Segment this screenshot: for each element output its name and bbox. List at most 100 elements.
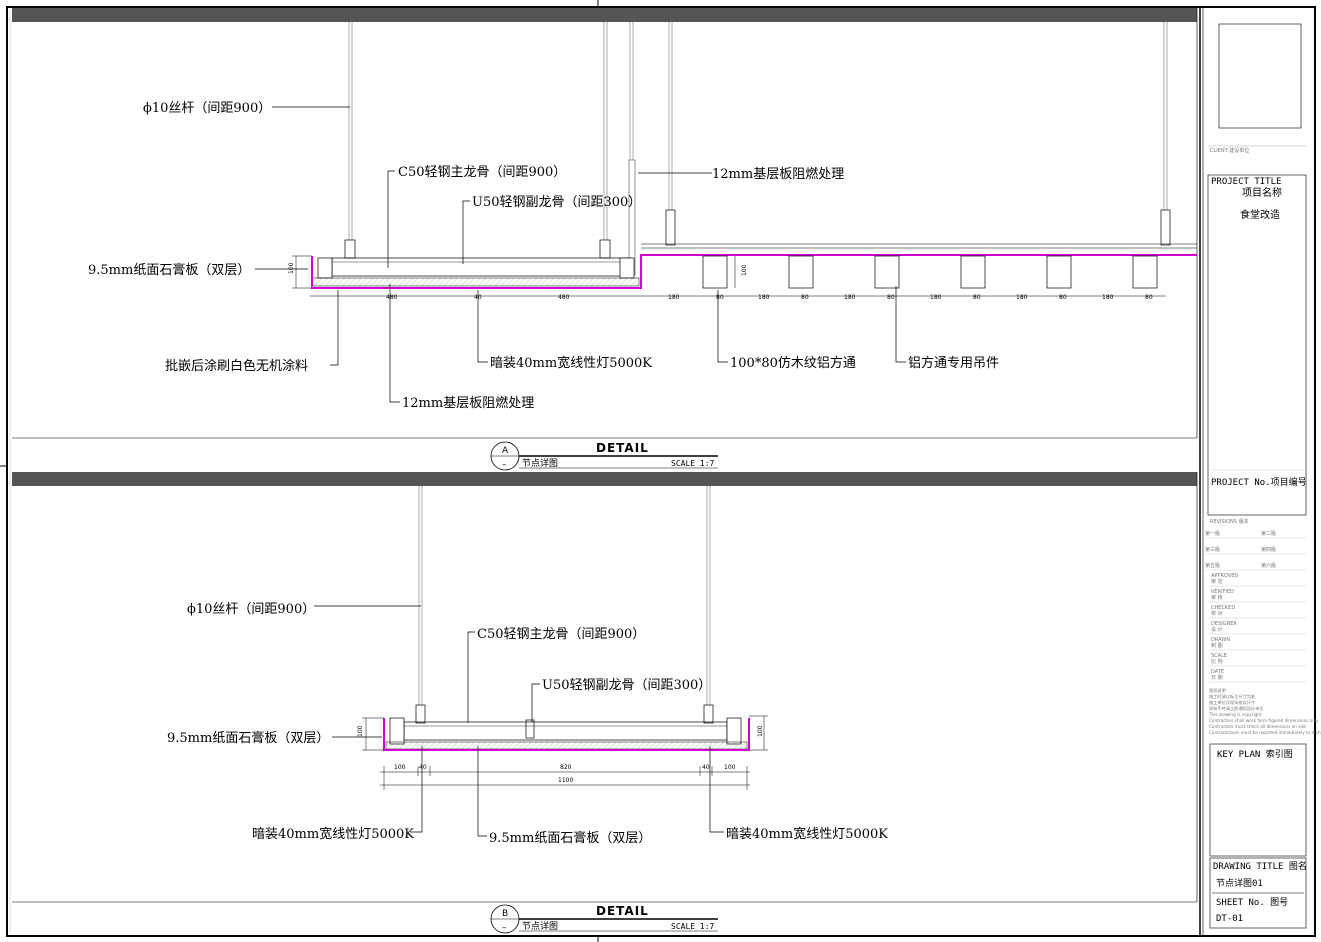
note-line: 如有不符请立即通知设计单位 — [1209, 705, 1263, 712]
dim-a-gap: 80 — [887, 294, 895, 301]
dim-a-gap: 180 — [1102, 294, 1114, 301]
callout-a-hanger: 铝方通专用吊件 — [908, 355, 999, 371]
note-line: Contradictions must be reported immediat… — [1209, 730, 1321, 735]
sheet-id: DT-01 — [1216, 914, 1243, 924]
dim-a-480-2: 480 — [558, 294, 570, 301]
project-name: 食堂改造 — [1240, 208, 1280, 221]
dim-b-h100-right: 100 — [757, 725, 764, 737]
dim-a-gap: 80 — [801, 294, 809, 301]
project-no-label: PROJECT No.项目编号 — [1211, 476, 1307, 488]
logo-box — [1218, 23, 1302, 129]
approval-cn: 日 期 — [1211, 675, 1223, 681]
leaders-a — [255, 106, 906, 403]
revisions-label: REVISIONS 版本 — [1210, 518, 1249, 525]
dimensions-b — [362, 715, 768, 790]
dim-a-gap: 180 — [1016, 294, 1028, 301]
approval-cn: 设 计 — [1211, 626, 1223, 633]
callout-a-light: 暗装40mm宽线性灯5000K — [490, 355, 652, 371]
revision-item: 第六版 — [1261, 562, 1276, 569]
key-plan-label: KEY PLAN 索引图 — [1217, 748, 1293, 760]
dim-b-100-b: 100 — [724, 764, 736, 771]
approval-cn: 审 核 — [1211, 594, 1223, 601]
approval-cn: 校 对 — [1211, 610, 1223, 617]
marker-b-letter: B — [502, 909, 508, 919]
dim-b-100-a: 100 — [394, 764, 406, 771]
detail-b-scale: SCALE 1:7 — [671, 922, 715, 931]
dim-a-gap: 180 — [930, 294, 942, 301]
detail-a-scale: SCALE 1:7 — [671, 459, 715, 468]
dim-b-h100-left: 100 — [357, 725, 364, 737]
revision-item: 第四版 — [1261, 546, 1276, 553]
note-line: This drawing is copyright — [1208, 712, 1262, 717]
revision-item: 第一版 — [1205, 530, 1220, 537]
approval-cn: 审 定 — [1211, 578, 1223, 585]
client-label: CLIENT 建设单位 — [1210, 147, 1249, 154]
approval-en: APPROVED — [1211, 573, 1238, 579]
project-box — [1207, 174, 1307, 516]
key-plan-box — [1209, 743, 1307, 857]
c50-channel-a — [331, 257, 631, 277]
drawing-title-label: DRAWING TITLE 图名 — [1213, 860, 1307, 872]
note-line: Contractors must check all dimensions on… — [1209, 724, 1306, 729]
callout-b-light-left: 暗装40mm宽线性灯5000K — [252, 826, 414, 842]
dim-a-gap: 80 — [973, 294, 981, 301]
slab-band-a — [12, 8, 1197, 22]
drawing-title-box — [1209, 857, 1307, 929]
approval-en: DATE — [1211, 669, 1224, 675]
callout-a-rod: ϕ10丝杆（间距900） — [143, 101, 271, 116]
marker-a-letter: A — [502, 446, 509, 456]
detail-b-subtitle: 节点详图 — [522, 920, 558, 932]
callout-a-u50: U50轻钢副龙骨（间距300） — [472, 195, 641, 210]
dim-b-40-b: 40 — [702, 764, 710, 771]
approval-cn: 制 图 — [1211, 642, 1223, 649]
note-line: 施工时请以标注尺寸为准 — [1209, 693, 1255, 700]
revision-item: 第二版 — [1261, 530, 1276, 537]
note-line: 图纸说明 — [1209, 687, 1226, 694]
callout-b-c50: C50轻钢主龙骨（间距900） — [477, 627, 645, 642]
callout-b-u50: U50轻钢副龙骨（间距300） — [542, 678, 711, 693]
approval-en: SCALE — [1211, 653, 1227, 659]
approval-en: DRAWN — [1211, 637, 1230, 643]
callout-b-gypsum-left: 9.5mm纸面石膏板（双层） — [167, 730, 329, 746]
revision-item: 第五版 — [1205, 562, 1220, 569]
dim-a-h100: 100 — [288, 262, 295, 274]
revision-item: 第三版 — [1205, 546, 1220, 553]
marker-a-dash: – — [502, 460, 507, 470]
alu-tubes-a — [702, 255, 1158, 289]
marker-b-dash: – — [502, 923, 507, 933]
detail-b-title: DETAIL — [596, 904, 649, 918]
notes-list: 图纸说明施工时请以标注尺寸为准施工单位须现场核实尺寸如有不符请立即通知设计单位T… — [1208, 687, 1321, 735]
slab-band-b — [12, 472, 1197, 486]
project-title-label: PROJECT TITLE — [1211, 177, 1281, 187]
title-block: CLIENT 建设单位 PROJECT TITLE 项目名称 食堂改造 PROJ… — [1205, 23, 1321, 929]
callout-b-light-right: 暗装40mm宽线性灯5000K — [726, 826, 888, 842]
leaders-b — [314, 605, 724, 837]
callout-b-rod: ϕ10丝杆（间距900） — [187, 602, 315, 617]
detail-b: 100 100 100 40 820 40 100 1100 ϕ10丝杆（间距9… — [12, 472, 1198, 934]
drawing-name: 节点详图01 — [1216, 877, 1263, 889]
callout-a-paint: 批嵌后涂刷白色无机涂料 — [165, 358, 308, 374]
callout-a-c50: C50轻钢主龙骨（间距900） — [398, 165, 566, 180]
paint-finish-line-a — [311, 254, 1197, 289]
hanger-rods-b — [418, 486, 711, 705]
c50-channel-b — [403, 721, 728, 741]
sheet-frame — [6, 6, 1316, 937]
dim-a-gap: 80 — [716, 294, 724, 301]
dim-b-total: 1100 — [558, 777, 573, 784]
dim-b-40-a: 40 — [419, 764, 427, 771]
note-line: Contractors shall work form figured dime… — [1209, 718, 1319, 723]
detail-a-title: DETAIL — [596, 441, 649, 455]
approval-en: DESIGNER — [1211, 621, 1237, 627]
dim-b-820: 820 — [560, 764, 572, 771]
approval-cn: 比 例 — [1211, 658, 1223, 665]
gypsum-board-b — [385, 741, 748, 750]
paint-finish-line-b — [383, 718, 750, 751]
dim-a-gap: 180 — [844, 294, 856, 301]
detail-a-subtitle: 节点详图 — [522, 457, 558, 469]
dim-a-gap: 180 — [668, 294, 680, 301]
project-title-cn: 项目名称 — [1242, 186, 1282, 199]
